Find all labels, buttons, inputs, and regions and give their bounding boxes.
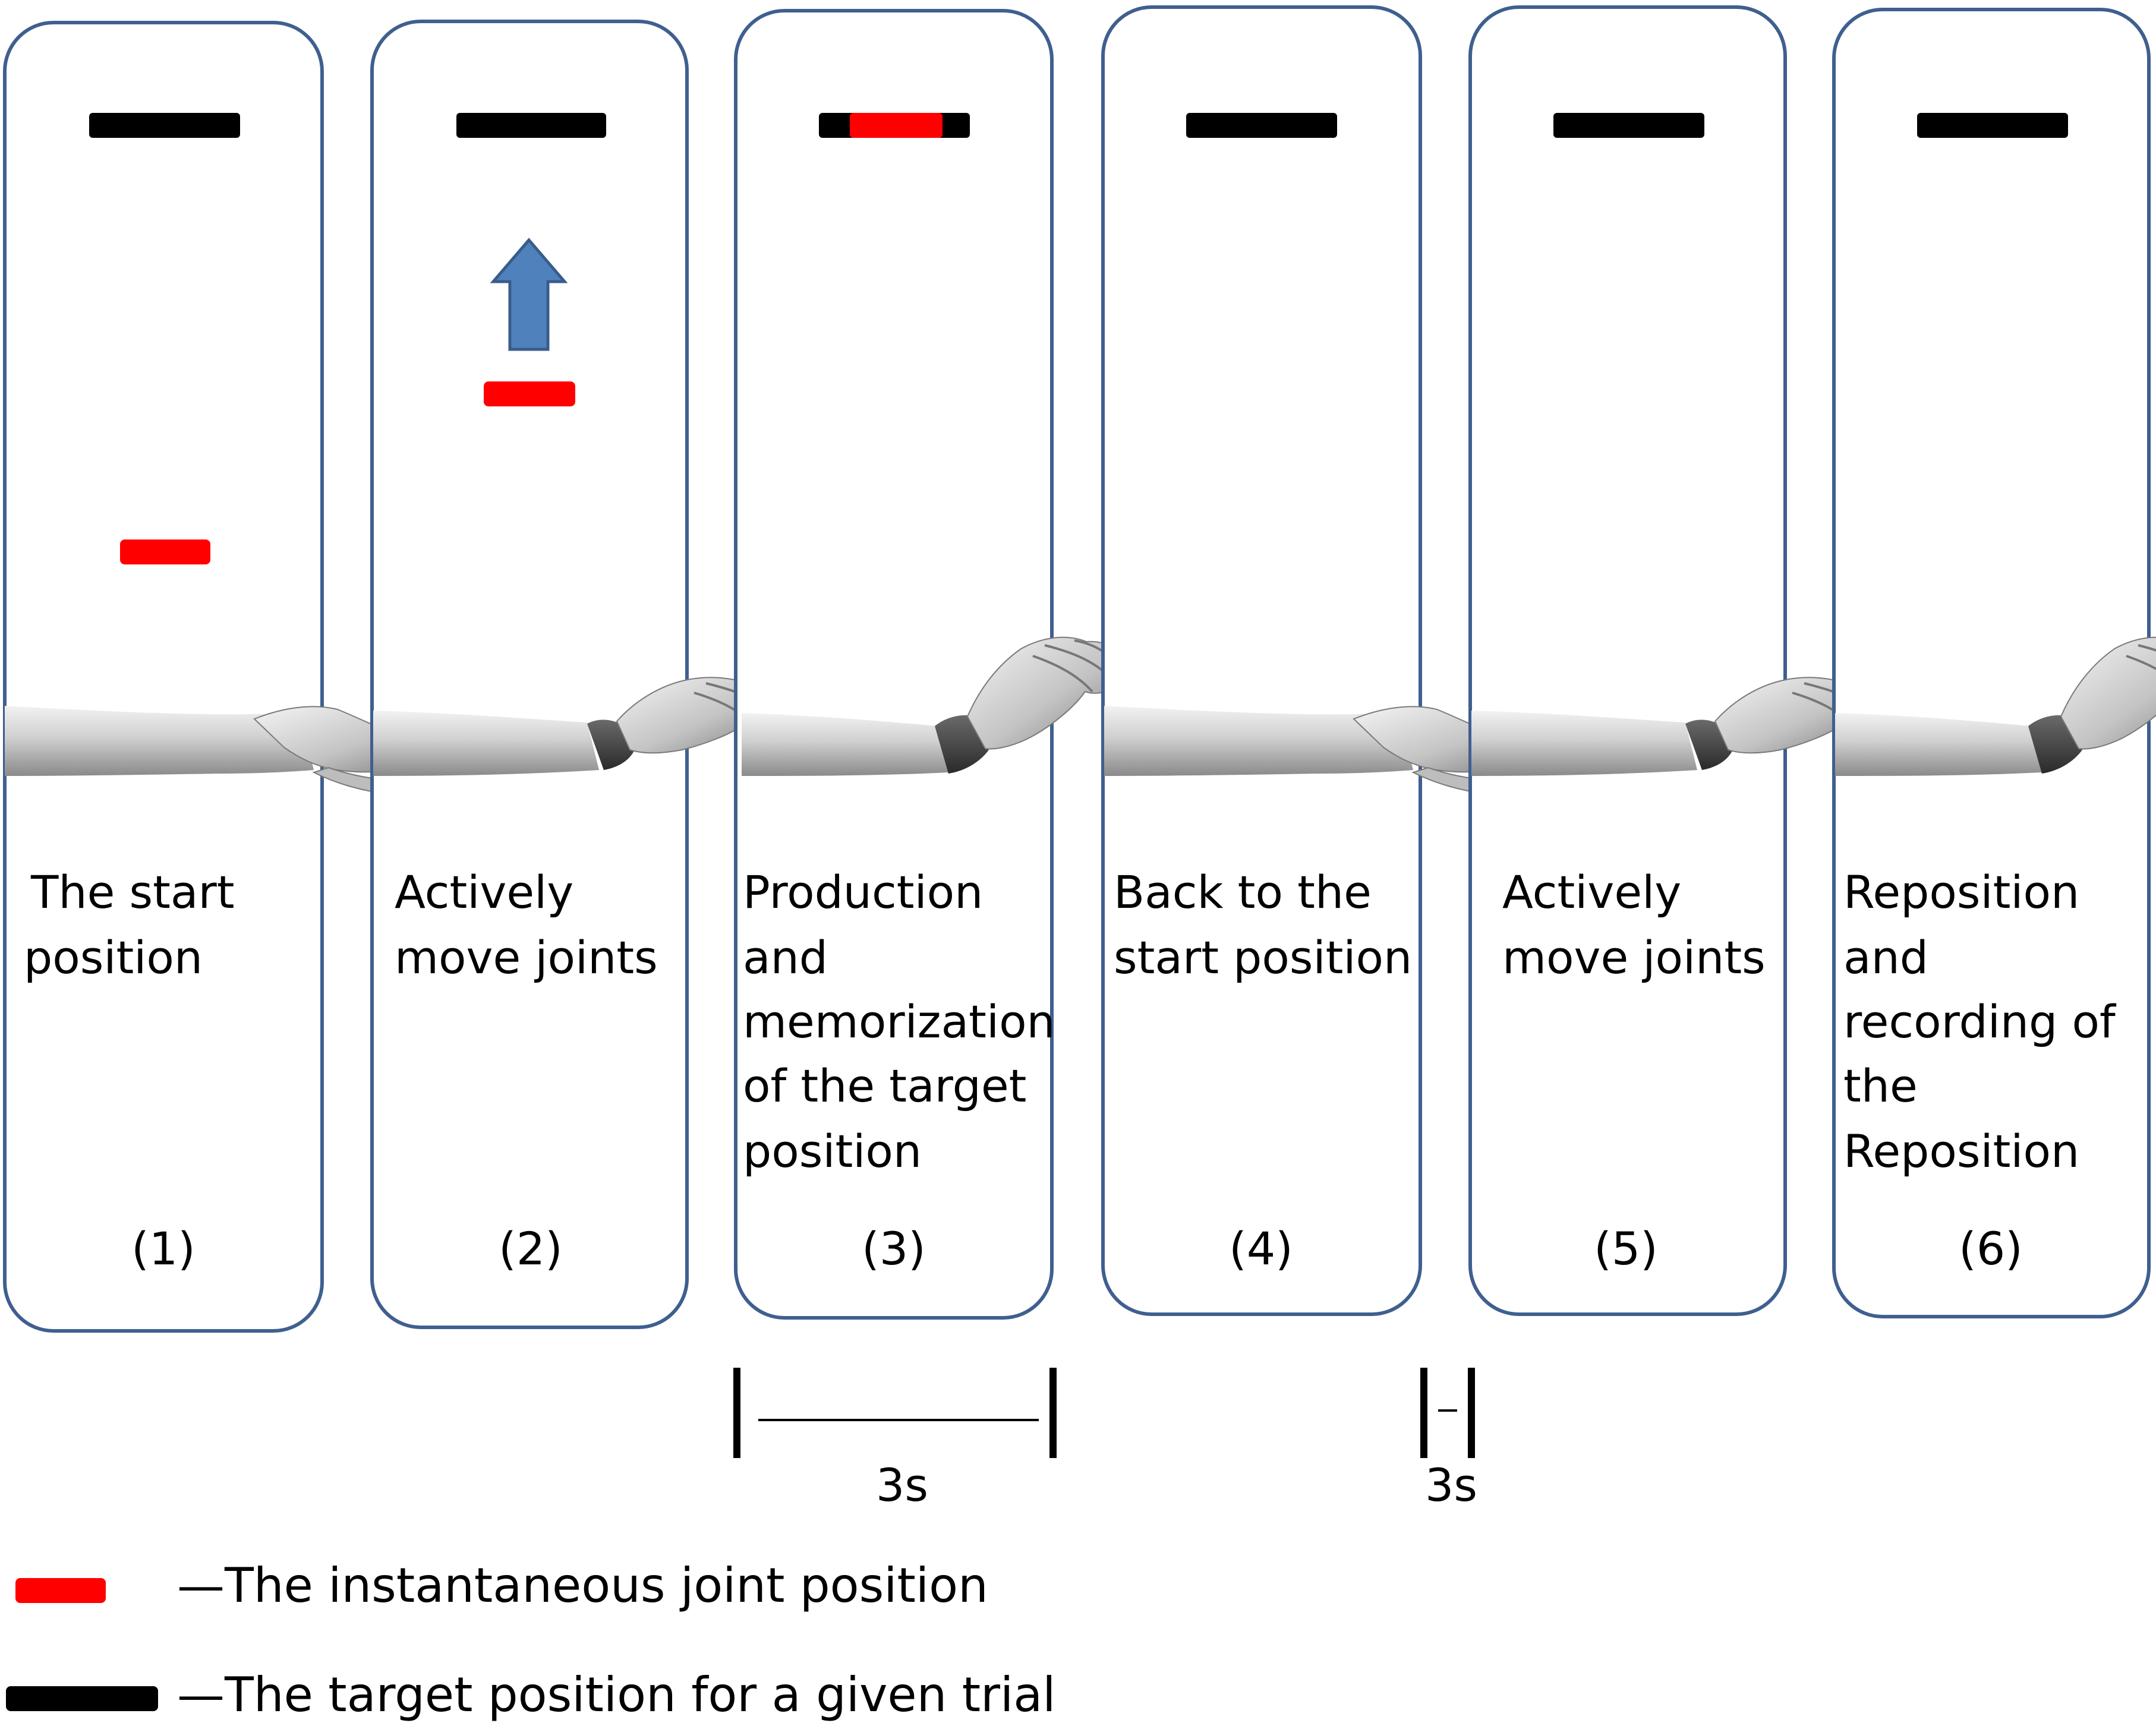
panel-2: Actively move joints (2) — [370, 20, 784, 1329]
timing-label: 3s — [876, 1459, 928, 1512]
panel-description: The start position — [24, 866, 249, 984]
panel-5: Actively move joints (5) — [1468, 5, 1883, 1316]
timing-bracket-2: 3s — [1420, 1368, 1477, 1512]
description-line: and — [1843, 931, 1928, 984]
legend-joint-label: —The instantaneous joint position — [177, 1558, 988, 1613]
legend-target-label: —The target position for a given trial — [177, 1667, 1056, 1722]
description-line: Actively — [395, 866, 573, 919]
target-position-bar — [89, 113, 240, 138]
panel-description: Reposition and recording of the Repositi… — [1843, 866, 2130, 1178]
legend-joint-swatch — [15, 1578, 106, 1603]
panel-3: Production and memorization of the targe… — [734, 9, 1123, 1320]
joint-position-marker — [120, 539, 210, 564]
panel-description: Production and memorization of the targe… — [743, 866, 1070, 1178]
timing-bracket-1: 3s — [733, 1368, 1057, 1512]
panel-1: The start position (1) — [3, 21, 461, 1333]
panel-frame — [1101, 5, 1422, 1316]
target-position-bar — [456, 113, 606, 138]
description-line: position — [24, 931, 203, 984]
description-line: the — [1843, 1059, 1918, 1112]
description-line: The start — [30, 866, 235, 919]
legend-target-swatch — [6, 1686, 158, 1711]
timing-label: 3s — [1425, 1459, 1477, 1512]
joint-position-marker — [850, 113, 943, 138]
description-line: move joints — [1502, 931, 1766, 984]
panel-4: Back to the start position (4) — [1101, 5, 1561, 1316]
panel-frame — [1468, 5, 1787, 1316]
panel-description: Actively move joints — [395, 866, 658, 984]
panel-description: Back to the start position — [1114, 866, 1412, 984]
step-number: (6) — [1959, 1222, 2023, 1275]
description-line: start position — [1114, 931, 1412, 984]
description-line: Back to the — [1114, 866, 1372, 919]
joint-position-marker — [484, 381, 575, 406]
target-position-bar — [1553, 113, 1704, 138]
panel-frame — [370, 20, 689, 1329]
description-line: and — [743, 931, 828, 984]
target-position-bar — [1917, 113, 2068, 138]
legend: —The instantaneous joint position —The t… — [6, 1558, 1056, 1722]
description-line: Actively — [1502, 866, 1681, 919]
description-line: position — [743, 1125, 922, 1178]
panel-6: Reposition and recording of the Repositi… — [1832, 8, 2156, 1318]
step-number: (1) — [131, 1222, 196, 1275]
step-number: (4) — [1229, 1222, 1293, 1275]
target-position-bar — [1186, 113, 1337, 138]
panel-frame — [3, 21, 324, 1333]
up-arrow-icon — [490, 238, 568, 351]
step-number: (5) — [1594, 1222, 1658, 1275]
description-line: Reposition — [1843, 1125, 2079, 1178]
panel-description: Actively move joints — [1502, 866, 1766, 984]
description-line: Reposition — [1843, 866, 2079, 919]
description-line: memorization — [743, 995, 1055, 1048]
step-number: (2) — [499, 1222, 563, 1275]
description-line: recording of — [1843, 995, 2117, 1048]
step-number: (3) — [862, 1222, 926, 1275]
description-line: move joints — [395, 931, 658, 984]
description-line: of the target — [743, 1059, 1026, 1112]
description-line: Production — [743, 866, 983, 919]
